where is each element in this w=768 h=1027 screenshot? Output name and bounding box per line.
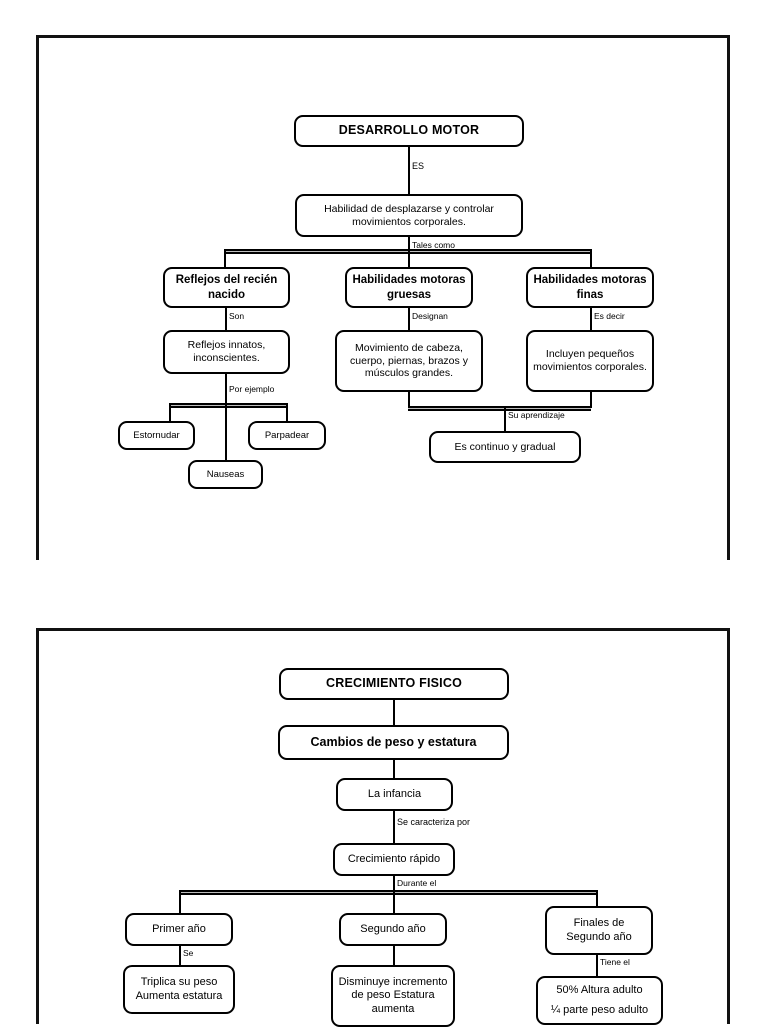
node-label: DESARROLLO MOTOR — [338, 123, 480, 138]
rail-drop-nauseas — [225, 403, 227, 460]
node-reflejos-innatos[interactable]: Reflejos innatos, inconscientes. — [163, 330, 290, 374]
node-label: La infancia — [367, 787, 422, 800]
rail-drop-right — [590, 249, 592, 267]
node-label: Primer año — [152, 922, 206, 935]
node-label: Incluyen pequeños movimientos corporales… — [533, 348, 647, 373]
edge-mid-to-detail — [408, 308, 410, 330]
edge-label-durante-el: Durante el — [397, 878, 437, 888]
document-page-1: DESARROLLO MOTOR ES Habilidad de desplaz… — [36, 35, 730, 560]
node-crecimiento-fisico[interactable]: CRECIMIENTO FISICO — [279, 668, 509, 700]
node-estornudar[interactable]: Estornudar — [118, 421, 195, 450]
rail-drop-estornudar — [169, 403, 171, 421]
edge-left-detail-to-examples — [225, 374, 227, 405]
node-label: CRECIMIENTO FISICO — [325, 676, 463, 691]
edge-right-to-detail — [590, 308, 592, 330]
node-crecimiento-rapido[interactable]: Crecimiento rápido — [333, 843, 455, 876]
node-es-continuo-y-gradual[interactable]: Es continuo y gradual — [429, 431, 581, 463]
branch-rail-examples — [169, 403, 288, 408]
edge-segundo-anio-to-detail — [393, 946, 395, 965]
node-label: Segundo año — [360, 922, 426, 935]
node-habilidades-motoras-gruesas[interactable]: Habilidades motoras gruesas — [345, 267, 473, 308]
node-label: Triplica su peso Aumenta estatura — [135, 976, 223, 1002]
edge-label-es-decir: Es decir — [594, 311, 625, 321]
node-label-line-1: 50% Altura adulto — [556, 983, 643, 996]
node-definicion-desarrollo-motor[interactable]: Habilidad de desplazarse y controlar mov… — [295, 194, 523, 237]
edge-left-to-detail — [225, 308, 227, 330]
edge-root-to-definition — [408, 147, 410, 194]
edge-label-por-ejemplo: Por ejemplo — [229, 384, 275, 394]
node-primer-anio[interactable]: Primer año — [125, 913, 233, 946]
node-movimiento-cabeza-cuerpo[interactable]: Movimiento de cabeza, cuerpo, piernas, b… — [335, 330, 483, 392]
node-desarrollo-motor[interactable]: DESARROLLO MOTOR — [294, 115, 524, 147]
node-label: Habilidades motoras finas — [533, 274, 647, 301]
edge-label-son: Son — [229, 311, 245, 321]
edge-label-tiene-el: Tiene el — [600, 957, 630, 967]
node-habilidades-motoras-finas[interactable]: Habilidades motoras finas — [526, 267, 654, 308]
edge-label-tales-como: Tales como — [412, 240, 455, 250]
node-label: Disminuye incremento de peso Estatura au… — [338, 975, 448, 1015]
node-label: Reflejos del recién nacido — [175, 274, 278, 301]
page-2-diagram-canvas: CRECIMIENTO FISICO Cambios de peso y est… — [39, 631, 727, 1027]
rail-drop-segundo-anio — [393, 890, 395, 913]
node-reflejos-recien-nacido[interactable]: Reflejos del recién nacido — [163, 267, 290, 308]
rail-drop-primer-anio — [179, 890, 181, 913]
node-label: Parpadear — [264, 429, 310, 441]
rail-drop-mid — [408, 249, 410, 267]
node-label: Cambios de peso y estatura — [310, 734, 477, 749]
rail-drop-finales-segundo-anio — [596, 890, 598, 906]
rail-drop-parpadear — [286, 403, 288, 421]
node-nauseas[interactable]: Nauseas — [188, 460, 263, 489]
node-parpadear[interactable]: Parpadear — [248, 421, 326, 450]
page-1-diagram-canvas: DESARROLLO MOTOR ES Habilidad de desplaz… — [39, 38, 727, 560]
edge-label-se: Se — [183, 948, 194, 958]
node-finales-segundo-anio[interactable]: Finales de Segundo año — [545, 906, 653, 955]
node-label: Movimiento de cabeza, cuerpo, piernas, b… — [350, 341, 468, 380]
edge-finales-to-detail — [596, 955, 598, 976]
node-label: Reflejos innatos, inconscientes. — [187, 339, 266, 364]
edge-subtitle-to-stage — [393, 760, 395, 778]
edge-root-to-subtitle — [393, 700, 395, 725]
merge-rail-aprendizaje — [408, 406, 591, 411]
node-cambios-peso-estatura[interactable]: Cambios de peso y estatura — [278, 725, 509, 760]
node-label: Habilidades motoras gruesas — [352, 274, 466, 301]
edge-primer-anio-to-detail — [179, 946, 181, 965]
edge-mid-detail-to-merge — [408, 392, 410, 408]
node-segundo-anio[interactable]: Segundo año — [339, 913, 447, 946]
node-50-altura-adulto[interactable]: 50% Altura adulto ¼ parte peso adulto — [536, 976, 663, 1025]
rail-drop-left — [224, 249, 226, 267]
node-label: Nauseas — [206, 468, 245, 480]
node-label: Habilidad de desplazarse y controlar mov… — [324, 202, 494, 228]
document-page-2: CRECIMIENTO FISICO Cambios de peso y est… — [36, 628, 730, 1027]
node-label: Estornudar — [133, 429, 180, 441]
node-label-line-2: ¼ parte peso adulto — [550, 1004, 649, 1017]
edge-definition-to-rail — [408, 237, 410, 251]
edge-label-se-caracteriza-por: Se caracteriza por — [397, 817, 471, 827]
node-label: Crecimiento rápido — [347, 852, 441, 865]
node-pequenos-movimientos[interactable]: Incluyen pequeños movimientos corporales… — [526, 330, 654, 392]
edge-merge-to-detail — [504, 406, 506, 431]
edge-label-su-aprendizaje: Su aprendizaje — [508, 410, 565, 420]
node-disminuye-incremento-peso[interactable]: Disminuye incremento de peso Estatura au… — [331, 965, 455, 1027]
edge-label-es: ES — [412, 161, 425, 171]
node-label: Es continuo y gradual — [454, 440, 556, 453]
edge-trait-to-rail — [393, 876, 395, 892]
edge-right-detail-to-merge — [590, 392, 592, 408]
branch-rail-anios — [179, 890, 598, 895]
node-label: Finales de Segundo año — [566, 917, 632, 943]
edge-stage-to-trait — [393, 811, 395, 843]
edge-label-designan: Designan — [412, 311, 448, 321]
node-la-infancia[interactable]: La infancia — [336, 778, 453, 811]
node-triplica-peso-aumenta-estatura[interactable]: Triplica su peso Aumenta estatura — [123, 965, 235, 1014]
